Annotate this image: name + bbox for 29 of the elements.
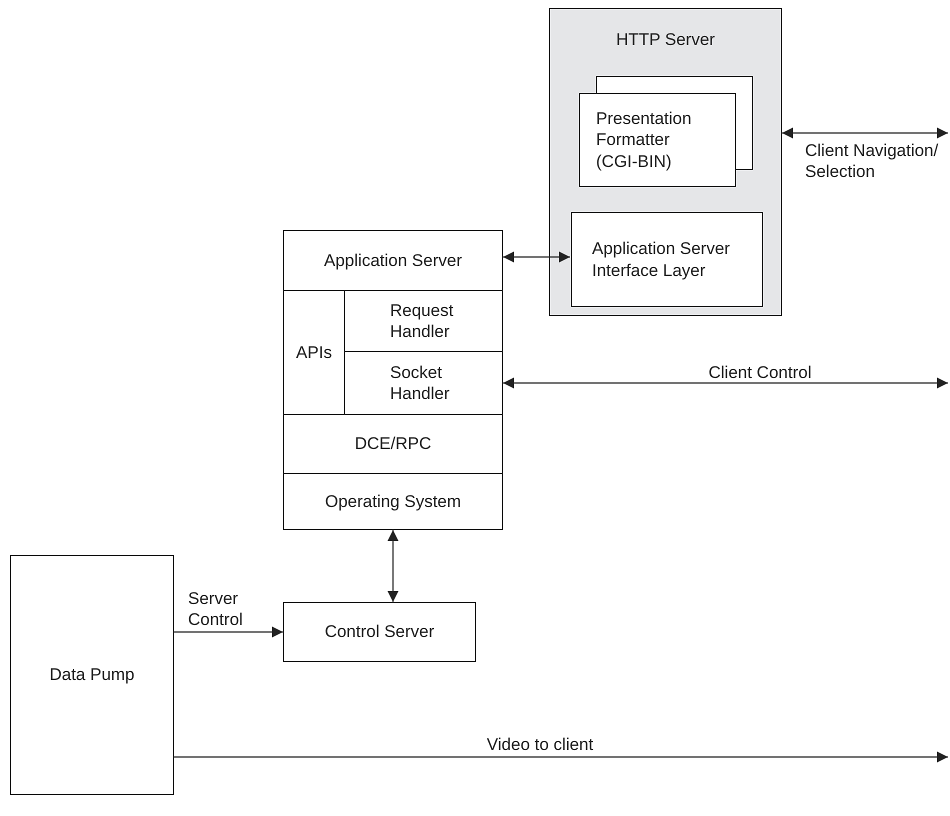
box-label: Presentation Formatter (CGI-BIN) bbox=[596, 108, 692, 172]
arrow bbox=[388, 530, 398, 602]
edge-label: Client Control bbox=[708, 362, 812, 384]
box-label: Control Server bbox=[324, 621, 434, 643]
process-box bbox=[283, 414, 503, 474]
process-box bbox=[283, 473, 503, 530]
box-label: APIs bbox=[296, 342, 332, 364]
box-label: Request Handler bbox=[390, 300, 454, 342]
edge-label: Video to client bbox=[486, 734, 594, 756]
box-label: Operating System bbox=[324, 490, 462, 512]
box-label: Application Server Interface Layer bbox=[592, 238, 731, 281]
server-panel bbox=[549, 8, 782, 316]
process-box bbox=[571, 212, 763, 307]
arrow bbox=[782, 128, 948, 138]
arrow bbox=[174, 752, 948, 762]
process-box bbox=[283, 230, 503, 291]
arrow bbox=[174, 626, 283, 638]
arrow bbox=[503, 252, 570, 262]
box-label: Socket Handler bbox=[390, 362, 451, 404]
edge-label: Client Navigation/ Selection bbox=[805, 140, 940, 182]
process-box bbox=[283, 602, 476, 662]
arrow bbox=[503, 378, 948, 388]
box-label: Application Server bbox=[324, 250, 462, 272]
box-label: HTTP Server bbox=[616, 29, 715, 50]
process-box bbox=[579, 93, 736, 187]
process-box bbox=[10, 555, 174, 795]
box-label: Data Pump bbox=[49, 664, 135, 686]
box-label: DCE/RPC bbox=[354, 433, 432, 455]
edge-label: Server Control bbox=[188, 588, 244, 630]
